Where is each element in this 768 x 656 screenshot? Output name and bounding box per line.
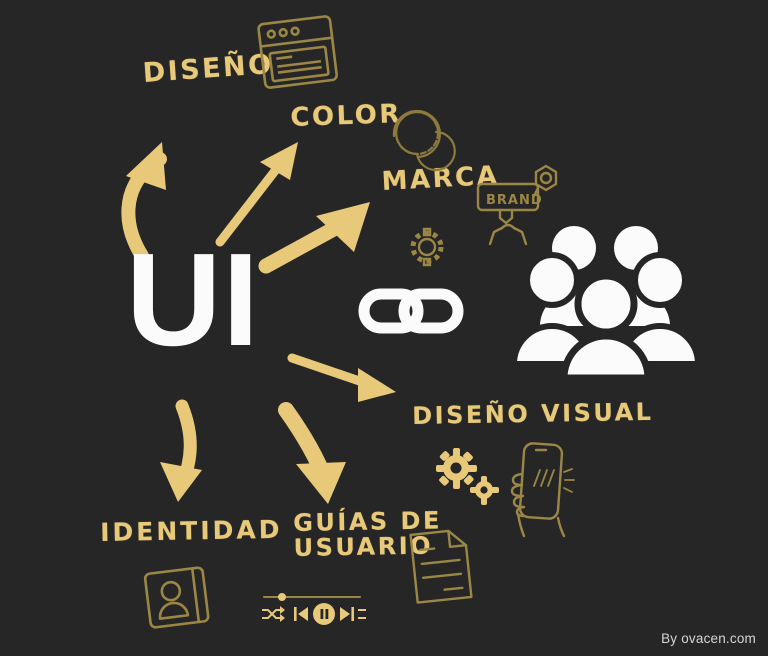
color-wheel-scribble-icon	[386, 102, 456, 172]
media-player-icon[interactable]	[258, 592, 366, 626]
arrow-to-identidad	[152, 399, 222, 510]
arrow-to-marca	[258, 190, 388, 280]
arrow-to-color	[214, 128, 324, 248]
shuffle-icon	[262, 606, 285, 622]
pause-icon	[313, 603, 335, 625]
progress-thumb	[278, 593, 286, 601]
watermark: By ovacen.com	[661, 631, 756, 646]
arrow-to-diseno-visual	[287, 352, 408, 407]
brand-sign-text: BRAND	[486, 193, 543, 208]
chain-link-icon	[356, 282, 466, 340]
document-icon	[400, 524, 480, 608]
brand-sign-icon: BRAND	[474, 162, 562, 246]
arrow-to-guias	[272, 402, 362, 512]
gear-icon	[404, 224, 450, 270]
hand-holding-phone-icon	[500, 440, 578, 538]
gears-pair-icon	[432, 446, 502, 508]
people-group-icon	[510, 218, 702, 382]
label-identidad: IDENTIDAD	[99, 514, 283, 547]
id-card-icon	[140, 562, 222, 638]
arrow-to-diseno	[104, 128, 214, 263]
previous-track-icon	[294, 607, 308, 621]
next-track-icon	[340, 607, 354, 621]
repeat-icon	[358, 609, 366, 619]
ui-wordmark: UI	[126, 226, 260, 373]
label-diseno-visual: DISEÑO VISUAL	[411, 397, 654, 430]
browser-window-icon	[248, 12, 348, 98]
